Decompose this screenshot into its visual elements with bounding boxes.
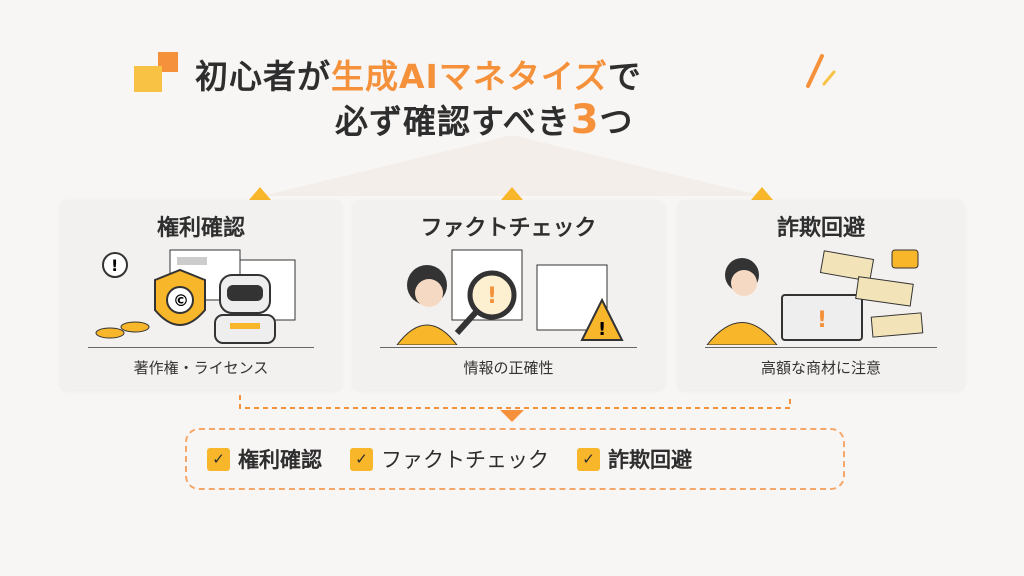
card-caption: 高額な商材に注意: [760, 359, 881, 377]
title-line-1: 初心者が生成AIマネタイズで: [195, 50, 642, 98]
pointer-triangle: [501, 187, 523, 200]
title-text: 必ず確認すべき: [335, 102, 571, 141]
checkbox-checked-icon: ✓: [350, 447, 373, 471]
sparkle-lines-icon: [806, 54, 836, 88]
checklist-label: 権利確認: [238, 448, 322, 472]
svg-text:!: !: [598, 319, 606, 340]
checkbox-checked-icon: ✓: [577, 447, 600, 471]
divider: [88, 347, 314, 348]
laptop-money-illustration: !: [706, 249, 924, 345]
title-text: つ: [599, 102, 634, 141]
title-square-orange-icon: [158, 52, 178, 72]
svg-text:!: !: [817, 308, 827, 333]
checklist-label: 詐欺回避: [608, 448, 692, 472]
checklist-box: ✓ 権利確認 ✓ ファクトチェック ✓ 詐欺回避: [185, 428, 845, 490]
card-rights-check: 権利確認 ! © 著作権・ライセンス: [60, 200, 342, 390]
checklist-item-fraud: ✓ 詐欺回避: [577, 444, 692, 474]
checklist-item-rights: ✓ 権利確認: [207, 444, 322, 474]
title-text: で: [607, 57, 642, 96]
svg-text:!: !: [487, 284, 497, 309]
title-number: 3: [570, 97, 600, 143]
copyright-shield-robot-illustration: ! ©: [95, 249, 296, 344]
title-line-2: 必ず確認すべき3つ: [335, 95, 634, 143]
card-caption: 著作権・ライセンス: [133, 359, 269, 377]
checklist-item-factcheck: ✓ ファクトチェック: [350, 444, 549, 474]
pointer-triangle: [751, 187, 773, 200]
checkbox-checked-icon: ✓: [207, 447, 230, 471]
card-title: 詐欺回避: [776, 216, 865, 241]
divider: [705, 347, 937, 348]
title-accent: 生成AIマネタイズ: [331, 57, 608, 96]
card-fact-check: ファクトチェック ! ! 情報の正確性: [352, 200, 665, 390]
pointer-triangle: [249, 187, 271, 200]
title-text: 初心者が: [195, 57, 331, 96]
card-fraud-avoid: 詐欺回避 ! 高額な商材に注意: [677, 200, 965, 390]
divider: [380, 347, 637, 348]
checklist-label: ファクトチェック: [381, 448, 549, 472]
svg-text:!: !: [111, 256, 118, 275]
magnifier-person-illustration: ! !: [396, 249, 624, 345]
card-title: 権利確認: [156, 216, 245, 241]
title-square-yellow-icon: [134, 66, 162, 92]
card-caption: 情報の正確性: [463, 359, 554, 377]
card-title: ファクトチェック: [420, 216, 597, 241]
svg-text:©: ©: [173, 291, 189, 310]
